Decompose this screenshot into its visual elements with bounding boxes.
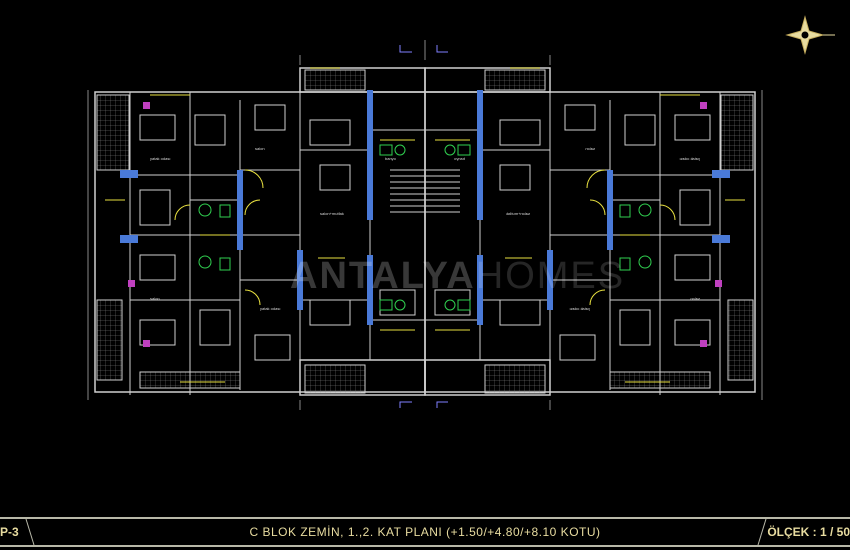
drawing-title: C BLOK ZEMİN, 1.,2. KAT PLANI (+1.50/+4.… bbox=[249, 525, 601, 539]
watermark-light: HOMES bbox=[475, 255, 626, 297]
floor-plan-drawing: yatak odasısalon salon+mutfaksalon yatak… bbox=[87, 15, 835, 411]
sheet-label: P-3 bbox=[0, 525, 19, 539]
watermark-bold: ANTALYA bbox=[290, 255, 476, 297]
divider bbox=[757, 519, 767, 545]
divider bbox=[25, 519, 35, 545]
title-block: P-3 C BLOK ZEMİN, 1.,2. KAT PLANI (+1.50… bbox=[0, 517, 850, 547]
north-compass-icon bbox=[785, 15, 835, 55]
drawing-scale: ÖLÇEK : 1 / 50 bbox=[767, 525, 850, 539]
watermark: ANTALYAHOMES bbox=[290, 255, 625, 298]
